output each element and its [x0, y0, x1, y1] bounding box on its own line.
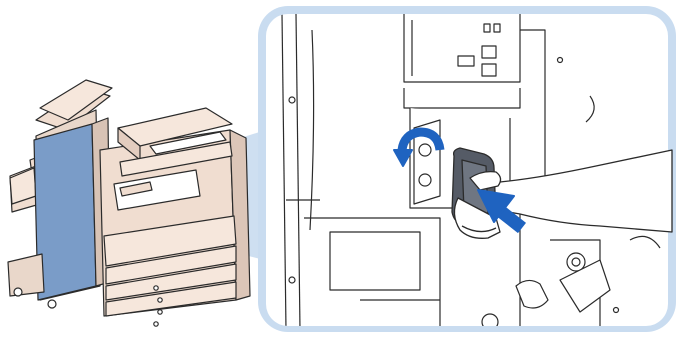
paper-drawers [104, 216, 236, 326]
printer-overview [8, 80, 250, 326]
